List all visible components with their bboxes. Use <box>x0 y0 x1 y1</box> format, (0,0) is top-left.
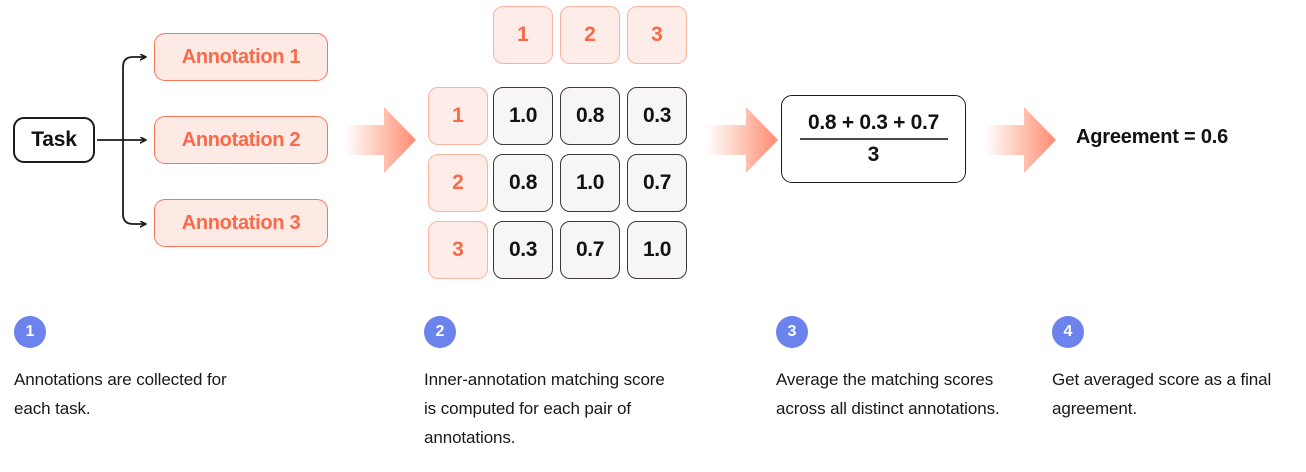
task-node-label: Task <box>31 128 77 151</box>
matrix-cell-value: 0.3 <box>509 238 537 261</box>
flow-arrow-icon-3 <box>984 107 1056 173</box>
step-4-badge: 4 <box>1052 316 1084 348</box>
matrix-col-header-3: 3 <box>627 6 687 64</box>
step-1: 1 Annotations are collected for each tas… <box>14 316 264 423</box>
step-2: 2 Inner-annotation matching score is com… <box>424 316 674 452</box>
matrix-col-header-2: 2 <box>560 6 620 64</box>
matrix-cell: 0.8 <box>493 154 553 212</box>
step-3-badge: 3 <box>776 316 808 348</box>
step-2-badge: 2 <box>424 316 456 348</box>
matrix-col-header-2-label: 2 <box>584 23 596 46</box>
annotation-chip-1-label: Annotation 1 <box>181 45 301 68</box>
matrix-cell: 0.7 <box>560 221 620 279</box>
matrix-cell-value: 0.7 <box>576 238 604 261</box>
fraction-denominator: 3 <box>867 143 880 166</box>
matrix-row-header-1-label: 1 <box>452 104 464 127</box>
agreement-result: Agreement = 0.6 <box>1076 126 1229 148</box>
branch-connectors <box>97 0 420 280</box>
matrix-cell: 0.8 <box>560 87 620 145</box>
fraction: 0.8 + 0.3 + 0.7 3 <box>799 111 948 167</box>
matrix-col-header-3-label: 3 <box>651 23 663 46</box>
matrix-cell: 1.0 <box>560 154 620 212</box>
matrix-cell: 0.3 <box>493 221 553 279</box>
fraction-numerator: 0.8 + 0.3 + 0.7 <box>808 111 939 134</box>
step-3: 3 Average the matching scores across all… <box>776 316 1016 423</box>
matrix-row-header-3-label: 3 <box>452 238 464 261</box>
annotation-chip-1: Annotation 1 <box>154 33 328 81</box>
task-node: Task <box>13 117 95 163</box>
step-2-text: Inner-annotation matching score is compu… <box>424 370 665 447</box>
step-1-text: Annotations are collected for each task. <box>14 370 227 418</box>
matrix-row-header-3: 3 <box>428 221 488 279</box>
matrix-col-header-1: 1 <box>493 6 553 64</box>
annotation-chip-2: Annotation 2 <box>154 116 328 164</box>
matrix-cell: 0.7 <box>627 154 687 212</box>
step-4-text: Get averaged score as a final agreement. <box>1052 370 1272 418</box>
flow-arrow-icon-1 <box>344 107 416 173</box>
annotation-chip-2-label: Annotation 2 <box>181 128 301 151</box>
matrix-cell-value: 0.7 <box>643 171 671 194</box>
annotation-chip-3: Annotation 3 <box>154 199 328 247</box>
matrix-row-header-2: 2 <box>428 154 488 212</box>
matrix-cell-value: 0.8 <box>576 104 604 127</box>
matrix-cell-value: 0.8 <box>509 171 537 194</box>
annotation-chip-3-label: Annotation 3 <box>181 211 301 234</box>
matrix-cell-value: 1.0 <box>576 171 604 194</box>
matrix-cell-value: 1.0 <box>509 104 537 127</box>
step-4: 4 Get averaged score as a final agreemen… <box>1052 316 1292 423</box>
step-1-badge: 1 <box>14 316 46 348</box>
matrix-row-header-1: 1 <box>428 87 488 145</box>
matrix-row-header-2-label: 2 <box>452 171 464 194</box>
matrix-cell-value: 0.3 <box>643 104 671 127</box>
matrix-cell: 1.0 <box>627 221 687 279</box>
step-3-text: Average the matching scores across all d… <box>776 370 1000 418</box>
matrix-cell-value: 1.0 <box>643 238 671 261</box>
flow-arrow-icon-2 <box>706 107 778 173</box>
matrix-col-header-1-label: 1 <box>517 23 529 46</box>
average-formula-box: 0.8 + 0.3 + 0.7 3 <box>781 95 966 183</box>
fraction-bar <box>799 138 948 140</box>
matrix-cell: 1.0 <box>493 87 553 145</box>
matrix-cell: 0.3 <box>627 87 687 145</box>
